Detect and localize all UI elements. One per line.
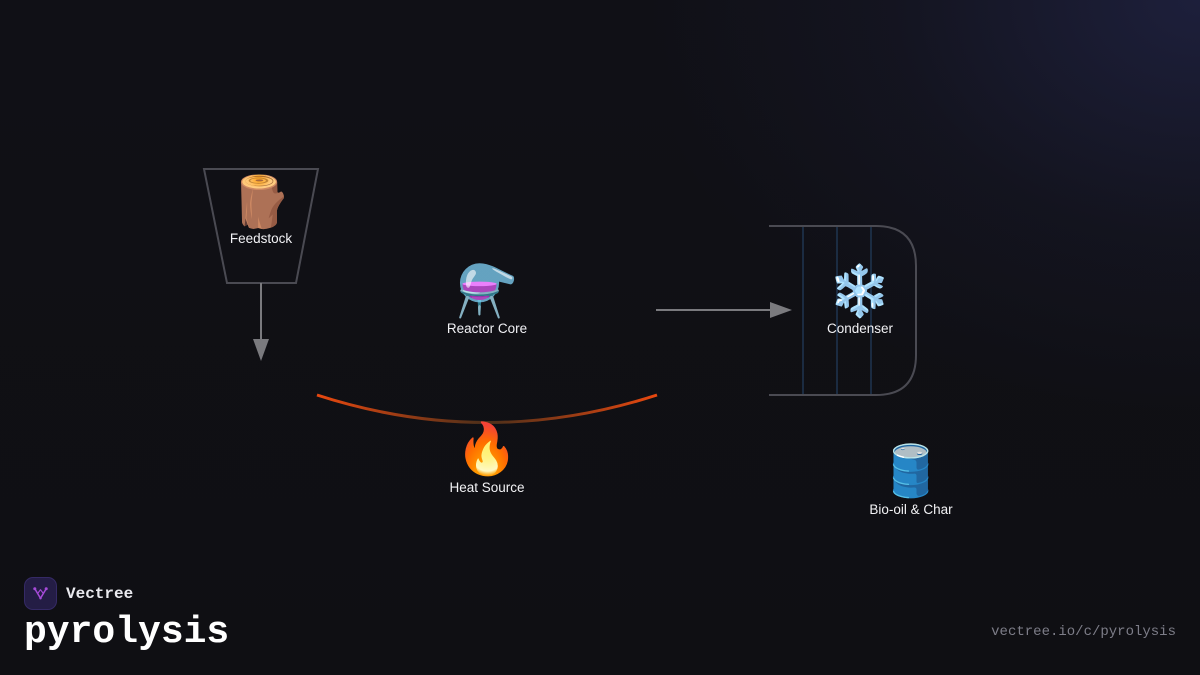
brand[interactable]: Vectree — [24, 577, 133, 610]
feedstock-node: 🪵 Feedstock — [230, 173, 293, 246]
reactor-node: ⚗️ Reactor Core — [447, 262, 527, 336]
heat-node: 🔥 Heat Source — [449, 420, 524, 495]
oil-drum-icon: 🛢️ — [880, 442, 942, 500]
heat-label: Heat Source — [449, 480, 524, 495]
reactor-label: Reactor Core — [447, 321, 527, 336]
page-title: pyrolysis — [24, 611, 230, 654]
feedstock-label: Feedstock — [230, 231, 293, 246]
alembic-icon: ⚗️ — [456, 262, 518, 320]
heat-arc — [316, 393, 658, 424]
vapor-arrowhead — [770, 302, 792, 318]
hopper-outline — [202, 168, 320, 284]
condenser-node: ❄️ Condenser — [827, 262, 894, 336]
brand-name: Vectree — [66, 584, 134, 603]
snowflake-icon: ❄️ — [829, 262, 891, 320]
feed-arrowhead — [253, 339, 269, 361]
output-label: Bio-oil & Char — [869, 502, 953, 517]
condenser-label: Condenser — [827, 321, 894, 336]
fire-icon: 🔥 — [456, 420, 518, 478]
vectree-logo-icon — [24, 577, 57, 610]
condenser-outline — [769, 225, 917, 396]
wood-log-icon: 🪵 — [230, 173, 292, 231]
output-node: 🛢️ Bio-oil & Char — [869, 442, 953, 517]
page-url[interactable]: vectree.io/c/pyrolysis — [991, 624, 1176, 640]
